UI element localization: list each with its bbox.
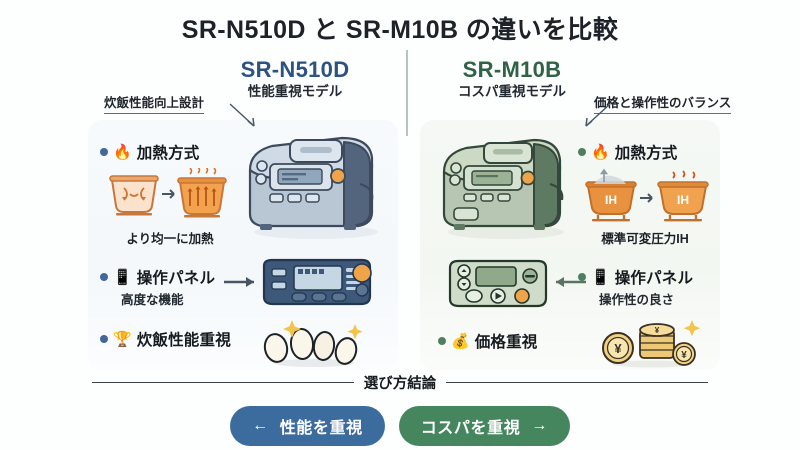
model-subtitle-right: コスパ重視モデル <box>458 84 566 100</box>
model-subtitle-left: 性能重視モデル <box>247 84 343 100</box>
feature-right-heating: 🔥 加熱方式 <box>578 141 678 163</box>
bullet-icon <box>578 148 586 156</box>
column-divider <box>406 50 408 136</box>
svg-text:¥: ¥ <box>655 326 660 335</box>
money-bag-icon: 💰 <box>451 332 470 350</box>
feature-left-heating: 🔥 加熱方式 <box>100 141 200 163</box>
svg-text:¥: ¥ <box>614 341 622 356</box>
caption-left-heating: より均一に加熱 <box>126 232 214 246</box>
divider-right <box>446 381 708 384</box>
bullet-icon <box>100 273 108 281</box>
rice-cooker-blue-illustration <box>248 136 378 239</box>
feature-right-price: 💰 価格重視 <box>438 330 538 352</box>
arrow-left-icon <box>556 277 586 287</box>
conclusion-section: 選び方結論 ← 性能を重視 コスパを重視 → <box>0 372 800 446</box>
feature-right-control-panel: 📱 操作パネル 操作性の良さ <box>578 266 693 308</box>
callout-left: 炊飯性能向上設計 <box>104 92 205 114</box>
feature-label: 加熱方式 <box>614 145 678 162</box>
bullet-icon <box>100 148 108 156</box>
feature-label: 加熱方式 <box>136 145 200 162</box>
callout-left-text: 炊飯性能向上設計 <box>104 92 205 114</box>
conclusion-buttons: ← 性能を重視 コスパを重視 → <box>0 406 800 446</box>
svg-text:¥: ¥ <box>681 350 687 361</box>
control-panel-simple-illustration <box>448 259 548 308</box>
rice-cooker-green-illustration <box>442 138 564 239</box>
caption-right-heating: 標準可変圧力IH <box>601 232 689 246</box>
performance-focus-label: 性能を重視 <box>279 420 363 437</box>
arrow-right-icon: → <box>531 417 548 434</box>
callout-right: 価格と操作性のバランス <box>594 92 732 114</box>
feature-left-control-panel: 📱 操作パネル 高度な機能 <box>100 266 215 308</box>
model-name-right: SR-M10B <box>462 57 562 82</box>
pot-pair-heat-diagram <box>109 168 227 218</box>
performance-focus-button[interactable]: ← 性能を重視 <box>230 406 385 446</box>
bullet-icon <box>100 335 108 343</box>
cost-performance-focus-label: コスパを重視 <box>420 420 521 437</box>
feature-left-rice-performance: 🏆 炊飯性能重視 <box>100 328 231 350</box>
bullet-icon <box>438 337 446 345</box>
feature-label: 炊飯性能重視 <box>136 332 231 349</box>
divider-left <box>92 381 354 384</box>
feature-sublabel: 操作性の良さ <box>599 293 675 307</box>
conclusion-heading-row: 選び方結論 <box>0 372 800 393</box>
feature-label: 操作パネル <box>136 270 216 287</box>
leader-line-right <box>585 103 611 127</box>
cost-performance-focus-button[interactable]: コスパを重視 → <box>398 406 570 446</box>
conclusion-heading: 選び方結論 <box>363 376 437 392</box>
feature-label: 価格重視 <box>474 334 538 351</box>
control-panel-advanced-illustration <box>262 258 372 306</box>
mobile-phone-icon: 📱 <box>113 268 132 286</box>
svg-text:IH: IH <box>605 193 617 207</box>
flame-icon: 🔥 <box>591 143 610 161</box>
leader-line-left <box>229 103 255 127</box>
pot-pair-ih-diagram: IH IH <box>585 168 709 222</box>
feature-label: 操作パネル <box>614 270 694 287</box>
model-heading-right: SR-M10B コスパ重視モデル <box>412 58 612 100</box>
arrow-left-icon: ← <box>252 417 269 434</box>
bullet-icon <box>578 273 586 281</box>
trophy-icon: 🏆 <box>113 330 132 348</box>
flame-icon: 🔥 <box>113 143 132 161</box>
yen-coins-sparkle-illustration: ¥ ¥ ¥ <box>602 320 701 368</box>
feature-sublabel: 高度な機能 <box>121 293 184 307</box>
model-heading-left: SR-N510D 性能重視モデル <box>200 58 390 100</box>
rice-grains-sparkle-illustration <box>263 320 363 367</box>
page-title: SR-N510D と SR-M10B の違いを比較 <box>181 16 619 44</box>
mobile-phone-icon: 📱 <box>591 268 610 286</box>
model-name-left: SR-N510D <box>240 57 350 82</box>
callout-right-text: 価格と操作性のバランス <box>594 92 732 114</box>
svg-text:IH: IH <box>677 193 689 207</box>
arrow-right-icon <box>224 277 254 287</box>
